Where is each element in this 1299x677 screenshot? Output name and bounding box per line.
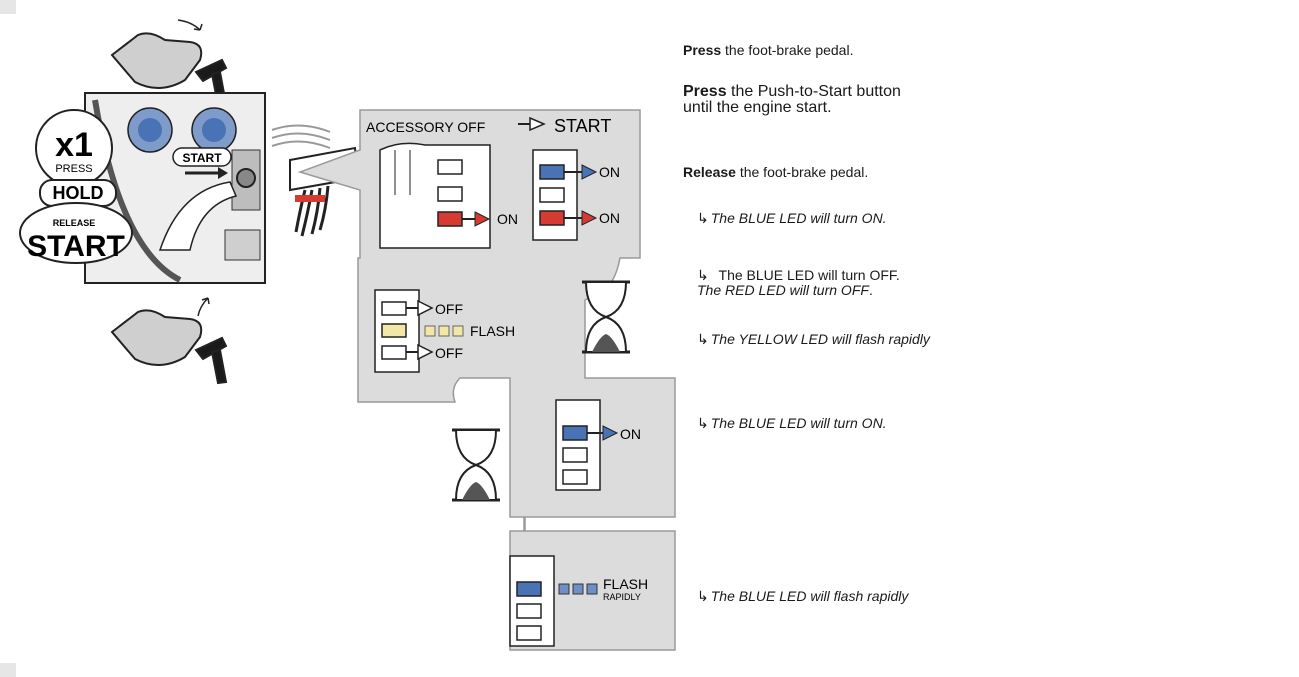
yellow-led-4 [516, 603, 542, 619]
result-blue-on-1: ↳The BLUE LED will turn ON. [697, 211, 887, 226]
panel1-title-left: ACCESSORY OFF [366, 119, 485, 135]
panel-2: OFF FLASH OFF [374, 289, 515, 373]
press-count: x1 [55, 126, 93, 164]
yellow-led-3 [562, 447, 588, 463]
yellow-led-1 [539, 187, 565, 203]
blue-led-3 [562, 425, 588, 441]
panel-3: ON [555, 399, 641, 491]
start-callout [172, 147, 232, 167]
result-blue-on-2: ↳The BLUE LED will turn ON. [697, 416, 887, 431]
yellow-led-2 [381, 323, 407, 338]
instruction-2-verb: Press [683, 83, 727, 100]
red-led-2 [381, 345, 407, 360]
hourglass-icon-1 [582, 280, 630, 354]
instruction-press-brake: Press the foot-brake pedal. [683, 42, 853, 58]
panel2-row2-state: FLASH [470, 323, 515, 339]
panel-4: FLASH RAPIDLY [509, 555, 648, 647]
instruction-1-text: the foot-brake pedal. [721, 42, 854, 58]
result-5-text: The BLUE LED will flash rapidly [710, 588, 909, 604]
page-tab-top [0, 0, 16, 14]
hand-icon [158, 181, 238, 251]
result-2-text: The BLUE LED will turn OFF. [718, 267, 900, 283]
instruction-1-verb: Press [683, 42, 722, 58]
result-blue-red-off: ↳ The BLUE LED will turn OFF. The RED LE… [697, 268, 900, 297]
start-label: START [27, 230, 125, 263]
result-arrow-icon: ↳ [697, 331, 709, 347]
panel1-title-right: START [554, 116, 611, 136]
red-led-closeup [437, 211, 463, 227]
instruction-2-text: the Push-to-Start button until the engin… [683, 83, 901, 116]
result-2-text2: The RED LED will turn OFF [697, 281, 869, 298]
result-yellow-flash: ↳The YELLOW LED will flash rapidly [697, 332, 977, 347]
panel1-row1-state: ON [599, 164, 620, 180]
result-arrow-icon: ↳ [697, 210, 709, 226]
instruction-3-text: the foot-brake pedal. [735, 164, 869, 180]
module-closeup [379, 142, 491, 249]
blue-flash-icon [558, 583, 598, 595]
panel4-flash-sub: RAPIDLY [603, 592, 641, 602]
hold-label: HOLD [53, 183, 104, 203]
press-label: PRESS [55, 163, 92, 175]
press-hold-release-badge: x1 PRESS HOLD RELEASE START [19, 109, 133, 264]
release-ellipse [19, 202, 133, 264]
result-arrow-icon: ↳ [697, 267, 709, 283]
page-tab-bottom [0, 663, 16, 677]
result-1-text: The BLUE LED will turn ON. [710, 210, 887, 226]
result-3-text: The YELLOW LED will flash rapidly [710, 331, 930, 347]
blue-led-2 [381, 301, 407, 316]
instruction-3-verb: Release [683, 164, 736, 180]
blue-led-1 [539, 164, 565, 180]
panel4-flash-label: FLASH [603, 576, 648, 592]
panel2-row1-state: OFF [435, 301, 463, 317]
foot-release-icon [110, 297, 228, 385]
panel1-row3-state-left: ON [497, 211, 518, 227]
red-led-1 [539, 210, 565, 226]
instruction-press-start: Press the Push-to-Start button until the… [683, 84, 923, 116]
instruction-release-brake: Release the foot-brake pedal. [683, 164, 868, 180]
hourglass-icon-2 [452, 428, 500, 502]
result-arrow-icon: ↳ [697, 415, 709, 431]
yellow-flash-icon [424, 325, 464, 337]
blue-led-4 [516, 581, 542, 597]
panel3-row1-state: ON [620, 426, 641, 442]
red-led-4 [516, 625, 542, 641]
release-label: RELEASE [53, 218, 96, 228]
result-2-end: . [868, 281, 873, 298]
panel-1: ACCESSORY OFF START ON ON ON [366, 116, 620, 249]
start-button-icon [236, 168, 256, 188]
red-led-3 [562, 469, 588, 485]
result-blue-flash: ↳The BLUE LED will flash rapidly [697, 589, 947, 604]
panel1-row3-state-right: ON [599, 210, 620, 226]
result-4-text: The BLUE LED will turn ON. [710, 415, 887, 431]
dashboard-start-label: START [182, 151, 222, 165]
result-arrow-icon: ↳ [697, 588, 709, 604]
panel2-row3-state: OFF [435, 345, 463, 361]
